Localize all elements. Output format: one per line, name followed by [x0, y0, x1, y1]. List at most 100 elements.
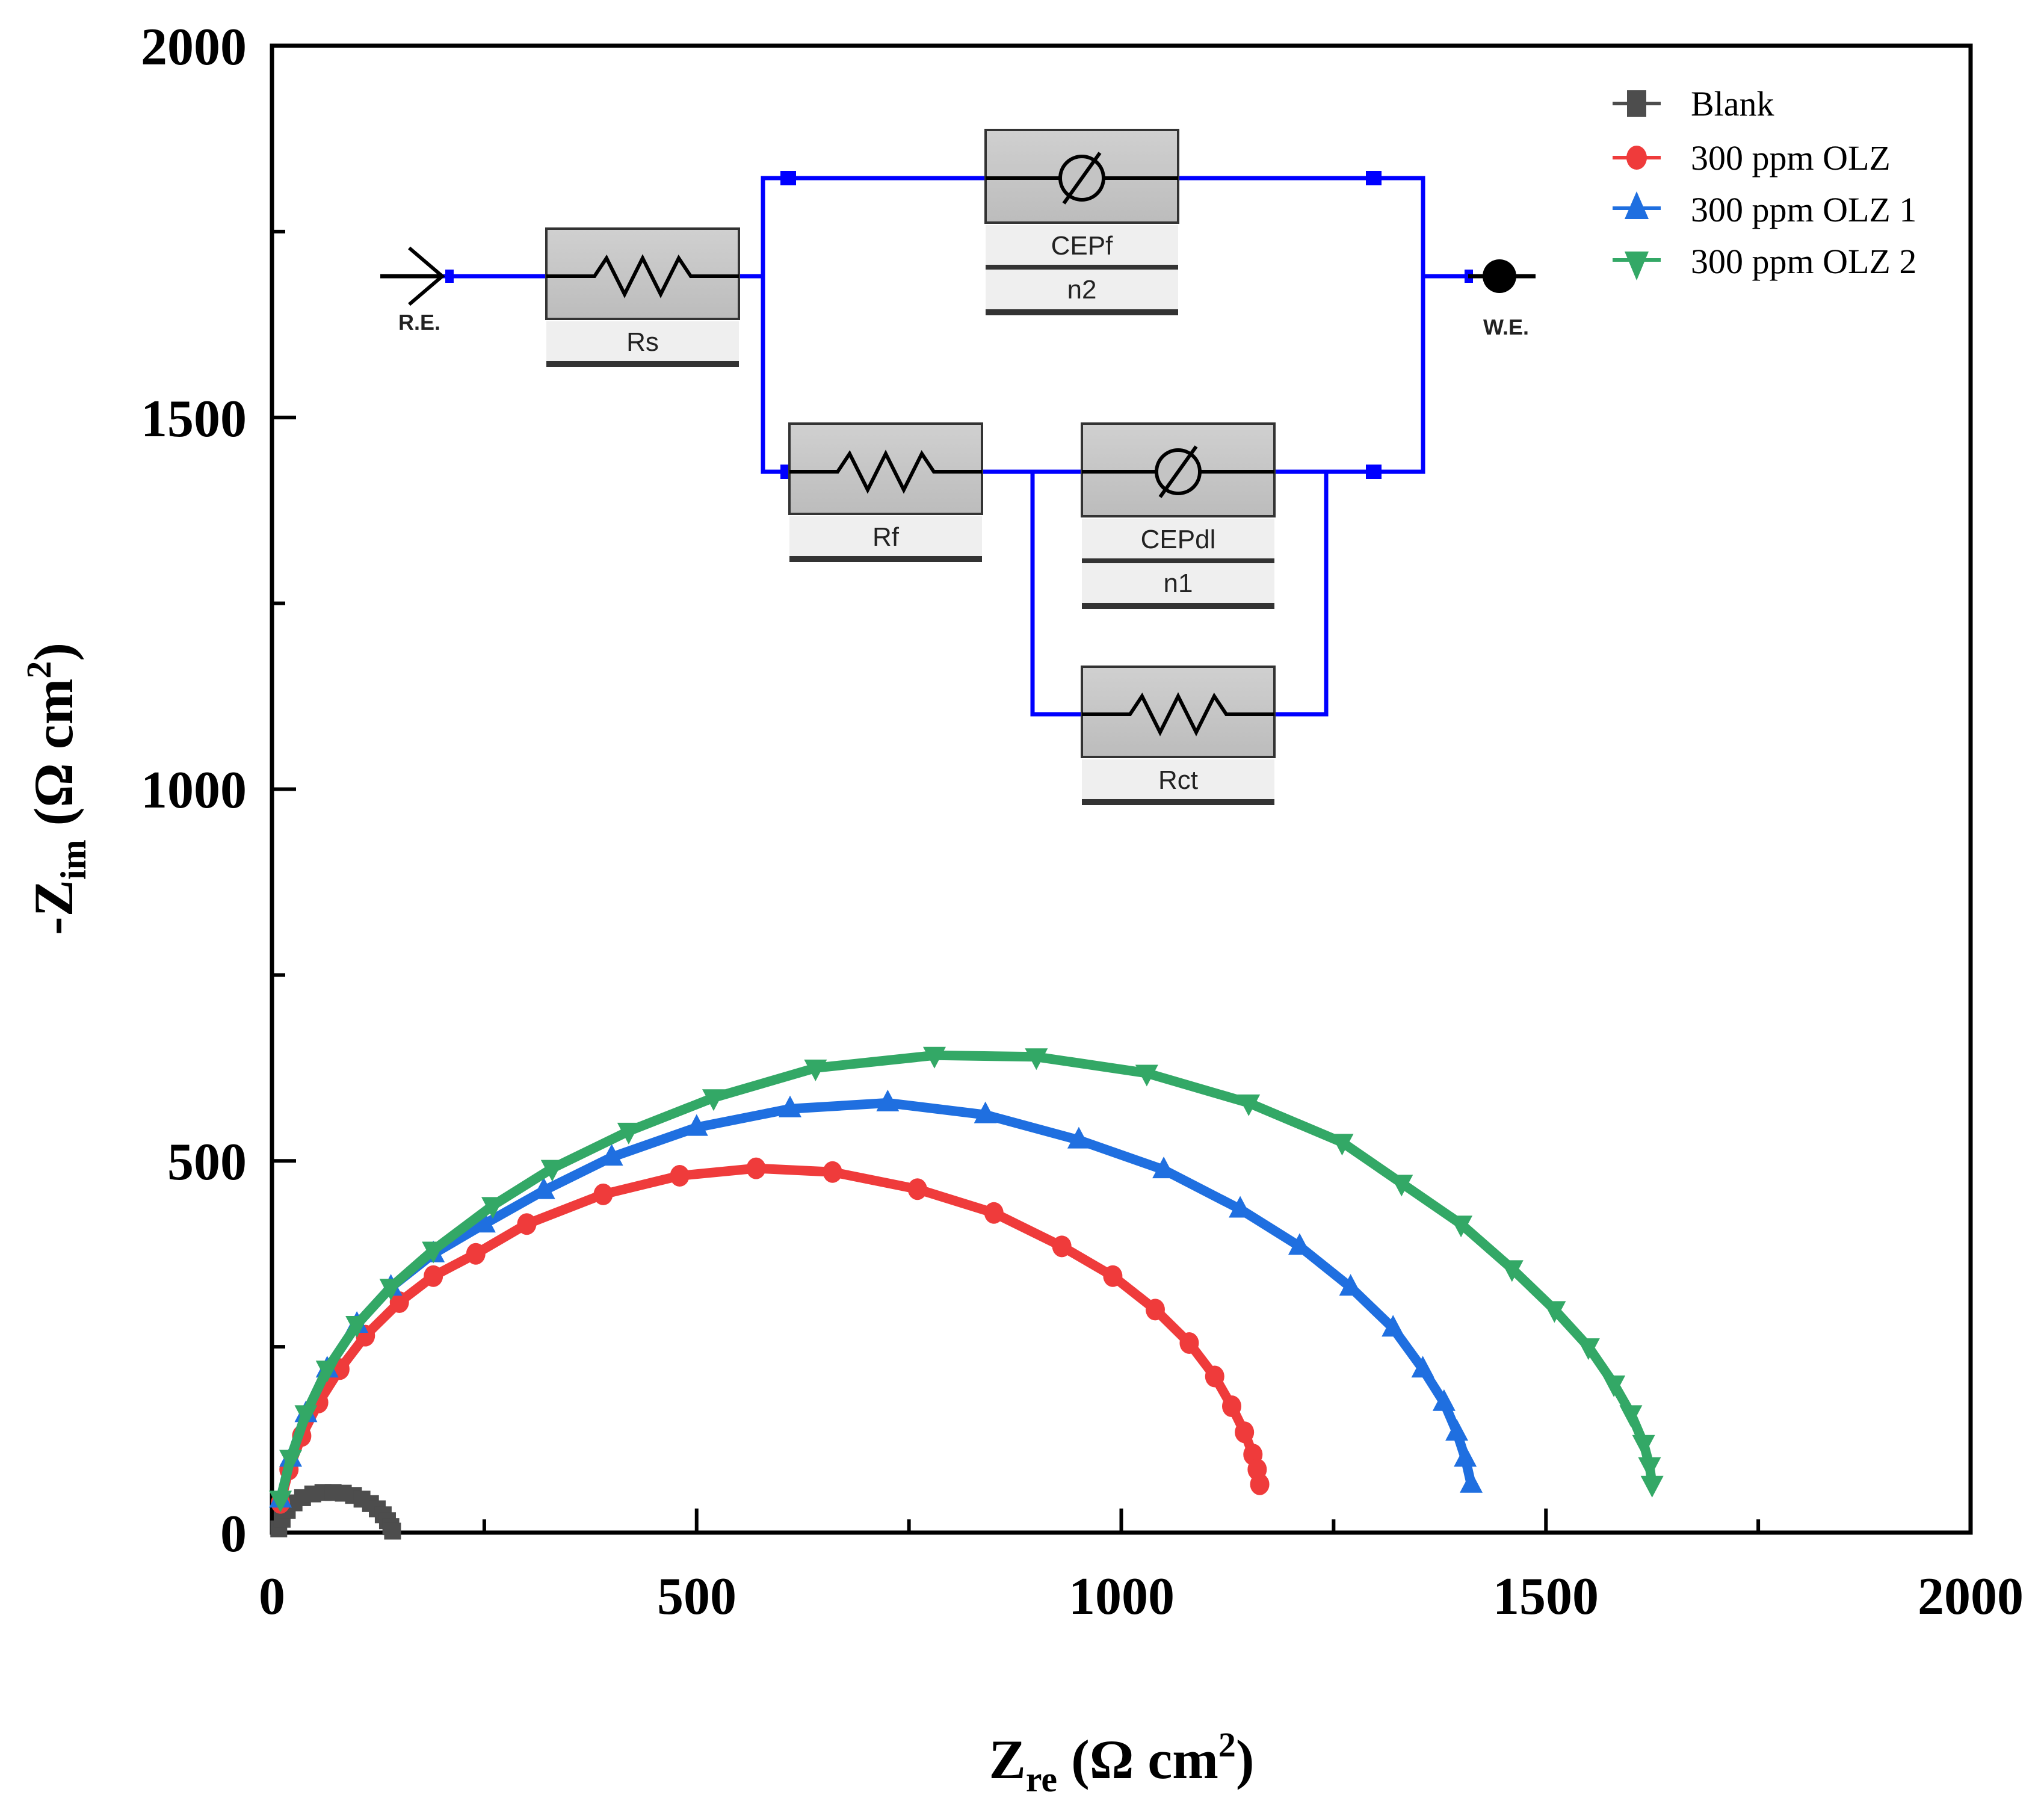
data-point	[1179, 1332, 1199, 1354]
x-tick-1500: 1500	[1493, 1568, 1599, 1626]
x-tick-0: 0	[259, 1568, 285, 1626]
data-point	[1382, 1315, 1405, 1337]
data-point	[1250, 1473, 1270, 1495]
data-point	[1221, 1395, 1241, 1417]
legend-item-300ppm-olz-1: 300 ppm OLZ 1	[1613, 190, 1916, 229]
svg-text:W.E.: W.E.	[1483, 315, 1529, 339]
svg-text:n1: n1	[1164, 569, 1193, 598]
data-point	[1619, 1405, 1643, 1427]
y-axis-title: -Zim (Ω cm2)	[19, 643, 93, 935]
data-point	[269, 1490, 292, 1513]
data-point	[424, 1265, 443, 1287]
data-point	[1576, 1338, 1600, 1361]
y-tick-1500: 1500	[141, 390, 247, 448]
data-point	[1052, 1235, 1072, 1258]
reference-electrode-terminal: R.E.	[380, 246, 445, 335]
resistor-icon	[1082, 692, 1274, 737]
data-point	[922, 1046, 946, 1069]
legend: Blank 300 ppm OLZ 300 ppm OLZ 1 300 ppm …	[1613, 84, 1916, 281]
triangle-up-marker-icon	[1625, 191, 1649, 219]
data-point	[593, 1183, 613, 1205]
data-point	[315, 1361, 339, 1383]
data-point	[1235, 1421, 1255, 1444]
triangle-down-marker-icon	[1625, 252, 1649, 280]
data-point	[1445, 1419, 1469, 1441]
cpe-icon	[986, 152, 1178, 205]
svg-text:Blank: Blank	[1691, 84, 1774, 123]
resistor-icon	[546, 254, 739, 298]
data-point	[1500, 1260, 1524, 1282]
working-electrode-terminal: W.E.	[1468, 259, 1536, 339]
series-300-ppm-olz-1	[269, 1089, 1483, 1508]
data-point	[804, 1059, 827, 1081]
data-point	[1640, 1475, 1664, 1498]
data-point	[1411, 1356, 1434, 1378]
data-point	[279, 1450, 303, 1472]
data-point	[389, 1291, 409, 1313]
data-point	[1339, 1274, 1362, 1296]
data-point	[1237, 1094, 1261, 1116]
data-point	[1432, 1389, 1456, 1411]
resistor-icon	[789, 449, 982, 494]
svg-text:Rf: Rf	[872, 522, 900, 552]
data-point	[1152, 1157, 1176, 1179]
cpe-icon	[1082, 445, 1274, 498]
data-point	[1145, 1299, 1165, 1321]
data-point	[1205, 1365, 1224, 1388]
data-point	[1330, 1134, 1354, 1156]
data-point	[384, 1522, 401, 1540]
x-axis-title: Zre (Ω cm2)	[989, 1725, 1255, 1799]
legend-item-300ppm-olz-2: 300 ppm OLZ 2	[1613, 242, 1916, 281]
data-point	[1229, 1196, 1252, 1218]
circle-marker-icon	[1626, 146, 1647, 170]
circuit-element-cepdl: CEPdl n1	[1081, 422, 1276, 609]
data-point	[379, 1279, 403, 1301]
data-point	[532, 1177, 555, 1199]
data-point	[670, 1164, 690, 1187]
data-series	[269, 1046, 1664, 1540]
data-point	[517, 1213, 537, 1235]
y-tick-500: 500	[167, 1133, 247, 1191]
equivalent-circuit: R.E. W.E. Rs CEPf	[380, 129, 1536, 805]
data-point	[1543, 1301, 1566, 1323]
y-tick-1000: 1000	[141, 761, 247, 820]
svg-text:Rct: Rct	[1158, 765, 1198, 795]
data-point	[746, 1157, 766, 1179]
data-point	[540, 1160, 564, 1182]
svg-text:Rs: Rs	[626, 327, 659, 357]
legend-item-300ppm-olz: 300 ppm OLZ	[1613, 138, 1891, 178]
series-300-ppm-olz	[271, 1157, 1270, 1514]
y-tick-2000: 2000	[141, 18, 247, 76]
svg-text:300 ppm OLZ 1: 300 ppm OLZ 1	[1691, 190, 1916, 229]
circuit-element-rf: Rf	[788, 422, 983, 562]
data-point	[345, 1316, 369, 1338]
svg-text:300 ppm OLZ 2: 300 ppm OLZ 2	[1691, 242, 1916, 281]
data-point	[1638, 1457, 1661, 1479]
data-point	[974, 1101, 997, 1123]
axis-ticks	[270, 44, 1972, 1534]
svg-text:R.E.: R.E.	[398, 310, 440, 335]
legend-item-blank: Blank	[1613, 84, 1774, 123]
circuit-element-rs: Rs	[545, 227, 740, 367]
data-point	[422, 1241, 445, 1264]
data-point	[1450, 1215, 1473, 1238]
circuit-element-cepf: CEPf n2	[984, 129, 1179, 315]
data-point	[472, 1211, 496, 1233]
data-point	[702, 1089, 725, 1111]
data-point	[1288, 1233, 1311, 1255]
data-point	[1454, 1445, 1477, 1467]
data-point	[1103, 1265, 1123, 1287]
data-point	[1390, 1175, 1413, 1197]
svg-text:n2: n2	[1067, 275, 1097, 304]
svg-text:300 ppm OLZ: 300 ppm OLZ	[1691, 138, 1891, 178]
data-point	[1135, 1064, 1158, 1087]
data-point	[600, 1144, 623, 1166]
data-point	[685, 1114, 708, 1136]
x-tick-1000: 1000	[1069, 1568, 1175, 1626]
data-point	[1460, 1471, 1483, 1493]
data-point	[1025, 1048, 1048, 1070]
x-tick-500: 500	[657, 1568, 736, 1626]
circuit-element-rct: Rct	[1081, 666, 1276, 805]
data-point	[1067, 1126, 1090, 1149]
svg-text:CEPdl: CEPdl	[1141, 525, 1216, 554]
